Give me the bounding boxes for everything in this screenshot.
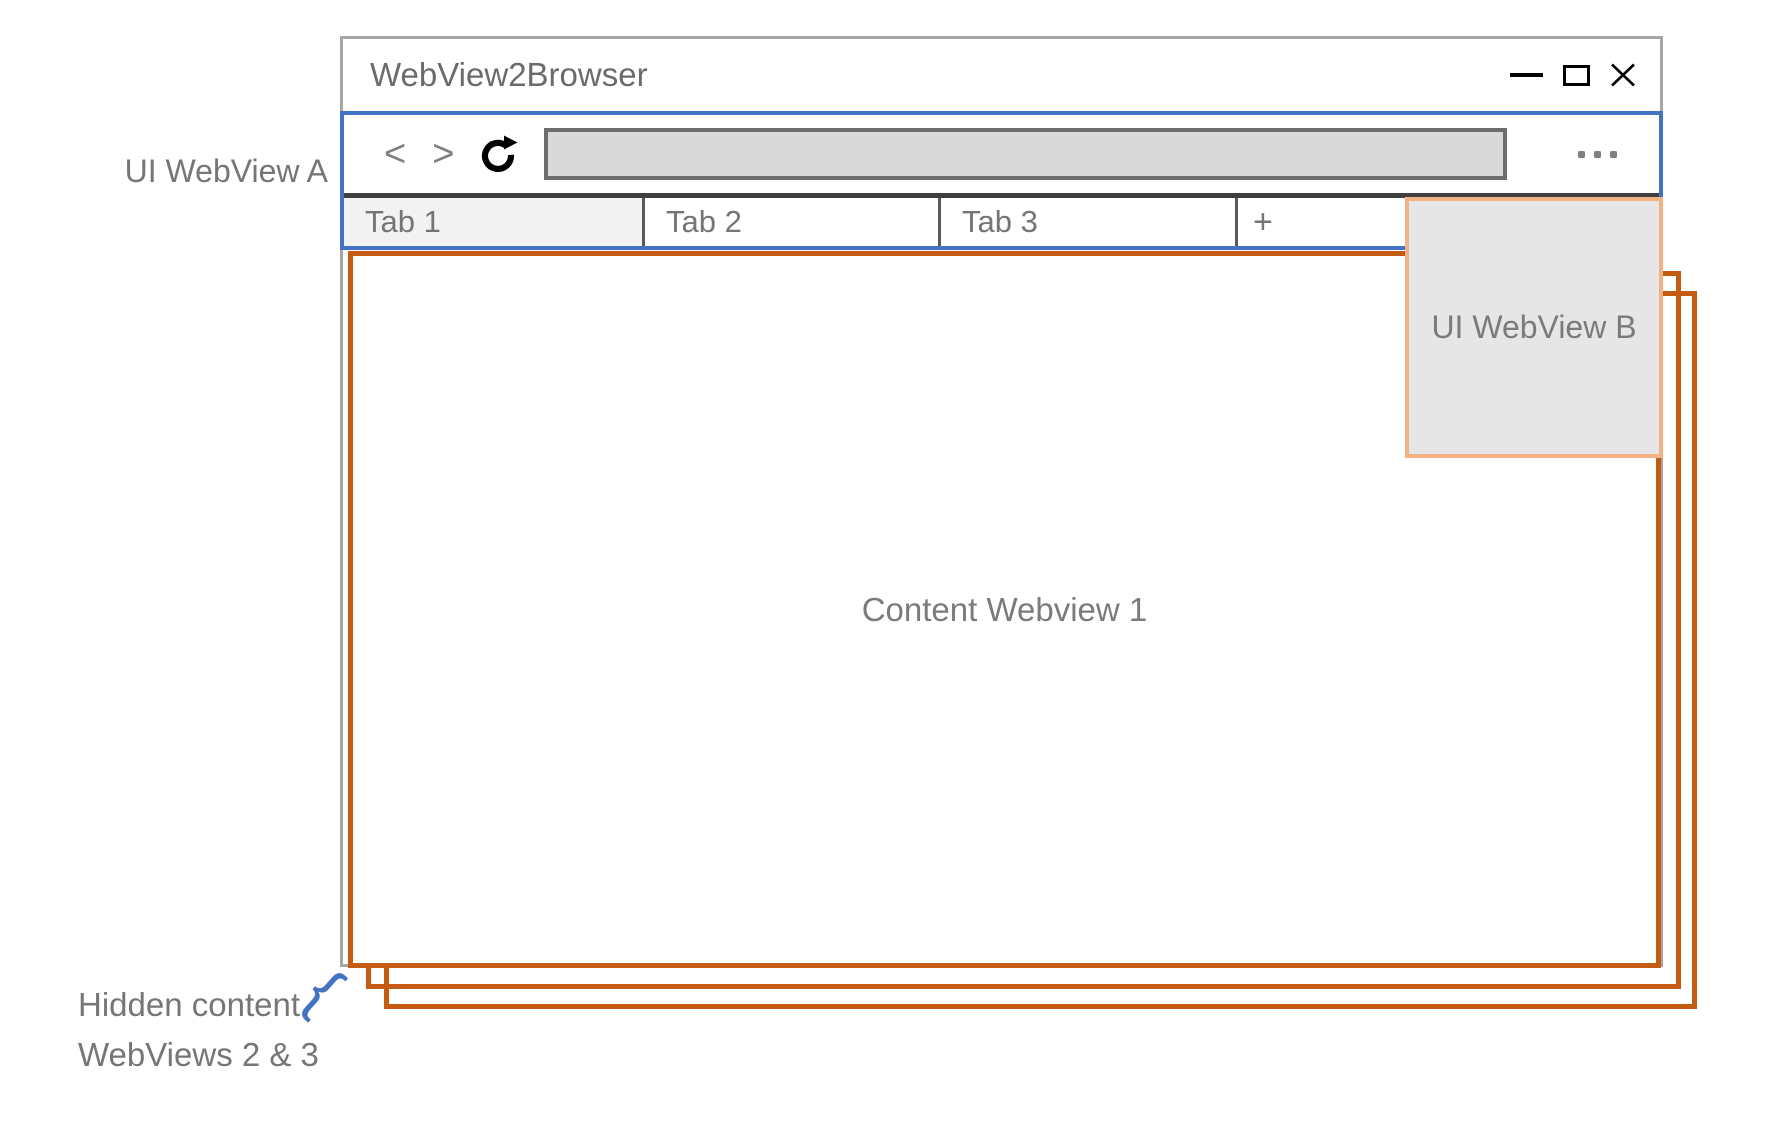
close-icon[interactable] <box>1610 63 1636 87</box>
ui-webview-b-label: UI WebView B <box>1431 309 1637 345</box>
ui-webview-b-box: UI WebView B <box>1405 197 1663 458</box>
tab-3[interactable]: Tab 3 <box>938 198 1235 246</box>
tab-2-label: Tab 2 <box>666 204 742 239</box>
tab-3-label: Tab 3 <box>962 204 1038 239</box>
reload-icon[interactable] <box>478 134 518 174</box>
hidden-webviews-annotation-line1: Hidden content <box>78 986 300 1023</box>
title-bar: WebView2Browser <box>343 39 1660 111</box>
content-webview-1-label: Content Webview 1 <box>861 590 1148 628</box>
ui-webview-a-region: < > Tab 1 Tab 2 Tab 3 + <box>340 111 1663 250</box>
address-bar-input[interactable] <box>544 128 1508 180</box>
hidden-webviews-annotation-line2: WebViews 2 & 3 <box>78 1036 319 1073</box>
minimize-icon[interactable] <box>1510 73 1543 77</box>
back-icon[interactable]: < <box>384 133 407 175</box>
new-tab-plus-icon: + <box>1253 202 1273 241</box>
ui-webview-a-annotation: UI WebView A <box>124 153 328 189</box>
forward-icon[interactable]: > <box>432 133 455 175</box>
menu-dots-icon[interactable] <box>1578 150 1617 158</box>
tab-2[interactable]: Tab 2 <box>642 198 938 246</box>
window-title: WebView2Browser <box>370 56 648 93</box>
window-controls <box>1510 63 1636 87</box>
maximize-icon[interactable] <box>1563 64 1590 86</box>
tab-1[interactable]: Tab 1 <box>344 198 642 246</box>
navigation-bar: < > <box>344 115 1659 193</box>
tab-1-label: Tab 1 <box>365 204 441 239</box>
hidden-webviews-annotation: Hidden content WebViews 2 & 3 <box>78 980 319 1080</box>
